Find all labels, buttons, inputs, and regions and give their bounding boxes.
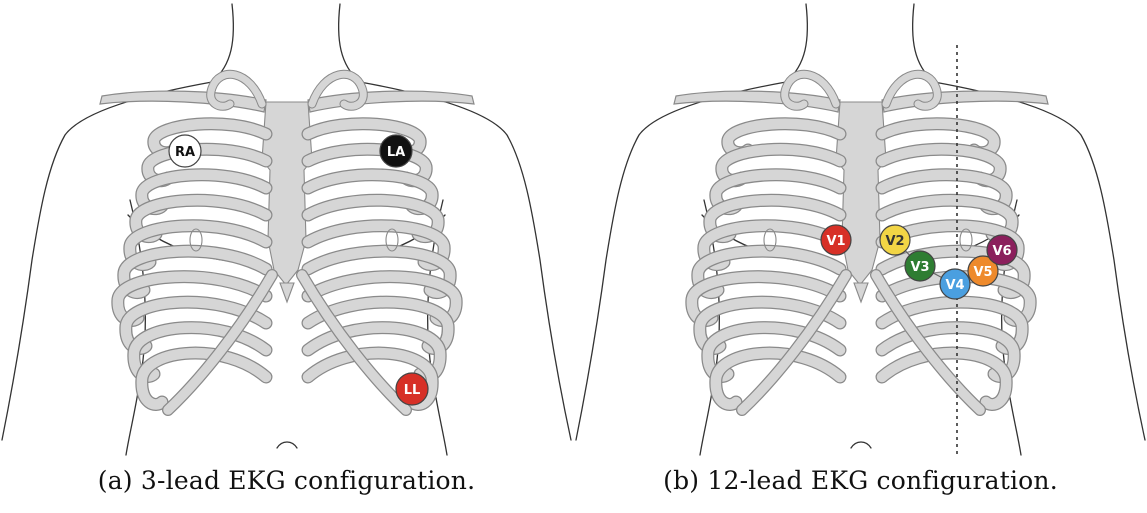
electrode-ra: RA — [169, 135, 201, 167]
electrode-v6: V6 — [987, 235, 1017, 265]
electrode-v5-label: V5 — [973, 265, 992, 280]
torso-diagram-3-lead: RA LA LL — [0, 0, 573, 460]
electrode-ll: LL — [396, 373, 428, 405]
electrode-ra-label: RA — [175, 145, 195, 160]
electrode-v6-label: V6 — [992, 244, 1011, 259]
figure-3-lead: RA LA LL (a) 3-lead EKG configuration. — [0, 0, 573, 513]
right-clavicle — [308, 91, 474, 112]
caption-12-lead: (b) 12-lead EKG configuration. — [574, 466, 1147, 495]
left-clavicle — [674, 91, 840, 112]
electrode-v1-label: V1 — [826, 234, 845, 249]
electrode-ll-label: LL — [404, 383, 421, 398]
electrode-v1: V1 — [821, 225, 851, 255]
left-shoulder-arm-outline — [576, 82, 786, 440]
electrode-v2: V2 — [880, 225, 910, 255]
electrode-v4-label: V4 — [945, 278, 964, 293]
electrode-v2-label: V2 — [885, 234, 904, 249]
electrode-la-label: LA — [387, 145, 405, 160]
torso-diagram-12-lead: V1 V2 V3 V4 V5 V6 — [574, 0, 1147, 460]
navel-outline — [277, 442, 297, 448]
electrode-la: LA — [380, 135, 412, 167]
xiphoid-process — [280, 283, 294, 302]
navel-outline — [851, 442, 871, 448]
figure-12-lead: V1 V2 V3 V4 V5 V6 (b) 12-lea — [574, 0, 1147, 513]
caption-3-lead: (a) 3-lead EKG configuration. — [0, 466, 573, 495]
electrode-v4: V4 — [940, 269, 970, 299]
electrode-v3: V3 — [905, 251, 935, 281]
right-clavicle — [882, 91, 1048, 112]
left-clavicle — [100, 91, 266, 112]
right-shoulder-arm-outline — [934, 82, 1145, 440]
xiphoid-process — [854, 283, 868, 302]
electrode-v3-label: V3 — [910, 260, 929, 275]
ribcage — [100, 74, 474, 410]
